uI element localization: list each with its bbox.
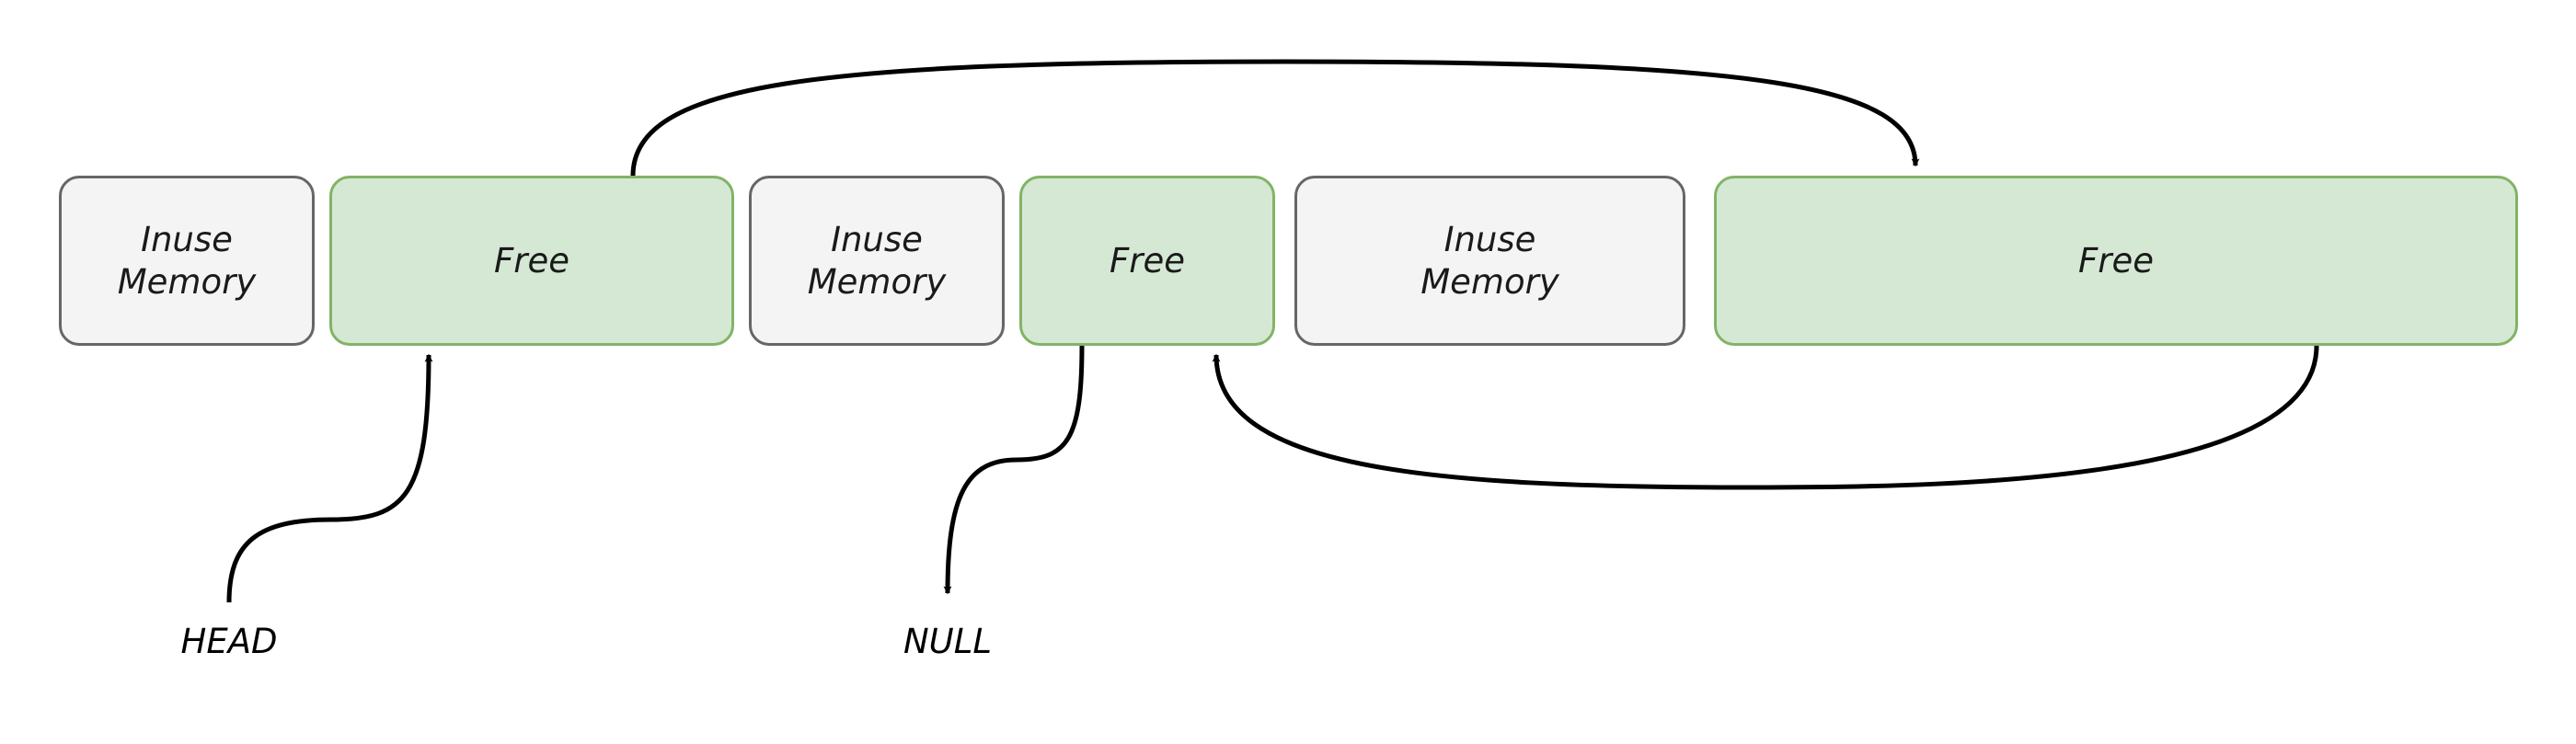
free-block-1: Free xyxy=(329,176,734,346)
block-label-line1: Inuse xyxy=(141,219,233,259)
arrow-free2-to-null xyxy=(943,345,1085,595)
arrow-free1-to-free3 xyxy=(630,59,1920,177)
block-label-line1: Inuse xyxy=(1443,219,1536,259)
block-label-line2: Memory xyxy=(117,261,257,302)
arrow-free3-to-free2 xyxy=(1212,345,2319,490)
free-block-3: Free xyxy=(1714,176,2518,346)
block-label: Free xyxy=(1109,240,1186,280)
block-label-line2: Memory xyxy=(1420,261,1559,302)
block-label: Free xyxy=(2077,240,2155,280)
block-label-line1: Inuse xyxy=(831,219,923,259)
head-label: HEAD xyxy=(180,622,278,661)
null-label: NULL xyxy=(903,622,992,661)
free-block-2: Free xyxy=(1019,176,1275,346)
block-label: Free xyxy=(493,240,570,280)
block-label-line2: Memory xyxy=(807,261,947,302)
arrow-head-to-free1 xyxy=(226,353,433,603)
